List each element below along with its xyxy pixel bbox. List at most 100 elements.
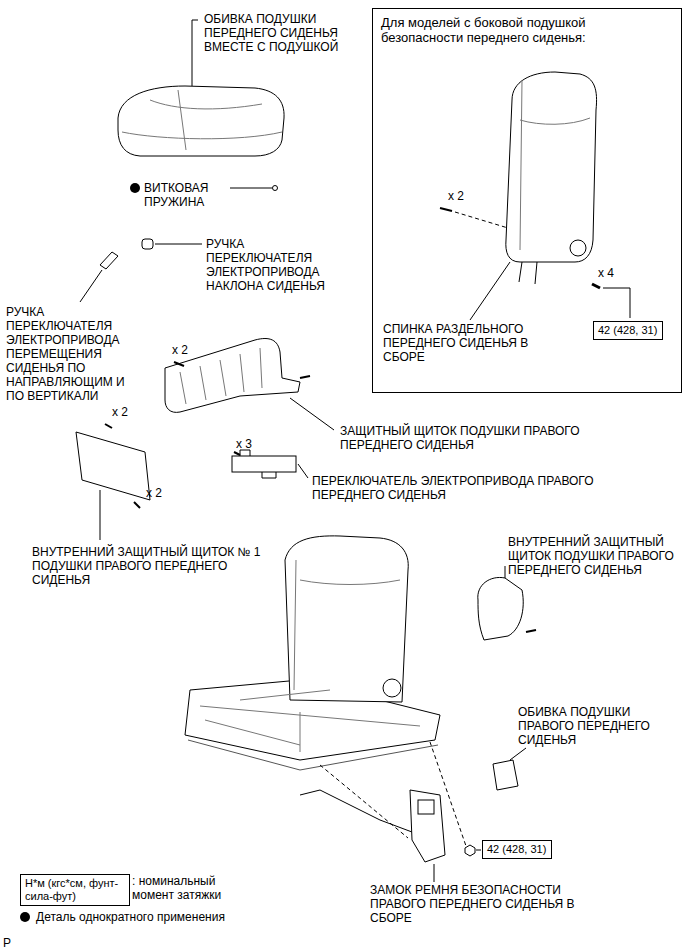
torque-value: 42 (428, 31) — [598, 324, 657, 337]
part-label: ЗАЩИТНЫЙ ЩИТОК ПОДУШКИ ПРАВОГО ПЕРЕДНЕГО… — [340, 424, 640, 452]
seatback-drawing — [520, 118, 590, 124]
cushion-cover-drawing — [192, 20, 198, 86]
seatback-drawing — [520, 80, 522, 250]
seatback-drawing — [603, 288, 630, 318]
buckle-drawing — [300, 790, 412, 832]
slide-knob-drawing — [100, 252, 118, 269]
single-use-bullet — [20, 912, 30, 922]
buckle-drawing — [465, 845, 475, 856]
cushion-cover-drawing — [150, 100, 262, 109]
slide-knob-drawing — [80, 252, 118, 302]
seatback-drawing — [455, 212, 508, 228]
inner-shield-1-drawing — [76, 432, 150, 500]
seat-switch-drawing — [234, 452, 240, 455]
torque-box: 42 (428, 31) — [482, 840, 552, 859]
buckle-drawing — [410, 790, 445, 862]
label-text: x 2 — [172, 343, 188, 357]
seat-assembly-drawing — [294, 560, 296, 690]
inner-shield-drawing — [478, 566, 536, 640]
label-text: ПЕРЕКЛЮЧАТЕЛЬ ЭЛЕКТРОПРИВОДА ПРАВОГО ПЕР… — [312, 474, 594, 502]
legend-entry: Деталь однократного применения — [36, 910, 276, 924]
seat-assembly-drawing — [188, 740, 438, 770]
seatback-drawing — [519, 262, 537, 284]
trim-cover-drawing — [493, 760, 518, 790]
legend-text: : номинальный момент затяжки — [132, 874, 221, 902]
figure-code: P — [3, 936, 23, 950]
seat-assembly-drawing — [285, 536, 408, 702]
seatback-drawing — [506, 72, 597, 262]
label-text: x 2 — [112, 405, 128, 419]
torque-value: 42 (428, 31) — [487, 843, 546, 856]
coil-spring-drawing — [273, 186, 278, 191]
seat-assembly-drawing — [320, 765, 408, 838]
torque-box: 42 (428, 31) — [593, 321, 663, 340]
box-heading: Для моделей с боковой подушкой безопасно… — [381, 15, 601, 45]
inner-shield-1-drawing — [134, 502, 140, 508]
recline-knob-drawing — [142, 239, 153, 249]
part-label: ОБИВКА ПОДУШКИ ПЕРЕДНЕГО СИДЕНЬЯ ВМЕСТЕ … — [204, 12, 364, 54]
cushion-shield-drawing — [165, 339, 300, 413]
seatback-drawing — [470, 262, 510, 320]
part-label: РУЧКА ПЕРЕКЛЮЧАТЕЛЯ ЭЛЕКТРОПРИВОДА НАКЛО… — [206, 237, 336, 293]
seat-assembly-drawing — [300, 580, 400, 585]
cushion-cover-drawing — [122, 132, 282, 139]
label-text: x 3 — [236, 437, 252, 451]
quantity-label: x 2 — [146, 486, 186, 500]
part-label: РУЧКА ПЕРЕКЛЮЧАТЕЛЯ ЭЛЕКТРОПРИВОДА ПЕРЕМ… — [6, 305, 138, 403]
part-label: ПЕРЕКЛЮЧАТЕЛЬ ЭЛЕКТРОПРИВОДА ПРАВОГО ПЕР… — [312, 474, 642, 502]
inner-shield-1-drawing — [100, 490, 101, 540]
label-text: x 2 — [448, 189, 464, 203]
buckle-drawing — [418, 800, 434, 814]
seat-switch-drawing — [298, 464, 308, 478]
seatback-drawing — [440, 72, 630, 320]
label-text: СПИНКА РАЗДЕЛЬНОГО ПЕРЕДНЕГО СИДЕНЬЯ В С… — [383, 322, 528, 364]
label-text: x 2 — [146, 486, 162, 500]
part-label: ВНУТРЕННИЙ ЗАЩИТНЫЙ ЩИТОК ПОДУШКИ ПРАВОГ… — [508, 535, 686, 577]
trim-cover-drawing — [510, 748, 526, 760]
part-label: ВНУТРЕННИЙ ЗАЩИТНЫЙ ЩИТОК № 1 ПОДУШКИ ПР… — [32, 545, 272, 587]
seat-switch-drawing — [240, 450, 276, 478]
legend-entry: : номинальный момент затяжки — [132, 874, 247, 902]
buckle-drawing — [476, 850, 481, 851]
seat-assembly-drawing — [383, 679, 401, 697]
coil-spring-drawing — [130, 183, 140, 193]
recline-knob-drawing — [155, 244, 202, 245]
label-text: x 4 — [598, 266, 614, 280]
buckle-drawing — [434, 864, 435, 882]
cushion-cover-drawing — [178, 90, 186, 150]
seat-assembly-drawing — [200, 690, 420, 752]
cushion-shield-drawing — [165, 339, 334, 431]
torque-unit-box: Н*м (кгс*см, фунт-сила-фут) — [20, 874, 130, 906]
seatback-drawing — [440, 208, 452, 211]
label-text: ВНУТРЕННИЙ ЗАЩИТНЫЙ ЩИТОК ПОДУШКИ ПРАВОГ… — [508, 535, 674, 577]
slide-knob-drawing — [80, 270, 102, 302]
cushion-shield-drawing — [290, 398, 334, 430]
cushion-shield-drawing — [300, 376, 310, 378]
label-text: P — [3, 936, 11, 950]
inner-shield-drawing — [478, 577, 523, 640]
part-label: ВИТКОВАЯ ПРУЖИНА — [144, 181, 234, 209]
quantity-label: x 2 — [112, 405, 152, 419]
label-text: РУЧКА ПЕРЕКЛЮЧАТЕЛЯ ЭЛЕКТРОПРИВОДА ПЕРЕМ… — [6, 305, 125, 403]
seat-switch-drawing — [232, 456, 296, 472]
label-text: ЗАЩИТНЫЙ ЩИТОК ПОДУШКИ ПРАВОГО ПЕРЕДНЕГО… — [340, 424, 579, 452]
inner-shield-drawing — [526, 630, 536, 632]
label-text: ВНУТРЕННИЙ ЗАЩИТНЫЙ ЩИТОК № 1 ПОДУШКИ ПР… — [32, 545, 260, 587]
label-text: ОБИВКА ПОДУШКИ ПРАВОГО ПЕРЕДНЕГО СИДЕНЬЯ — [518, 705, 650, 747]
inner-shield-1-drawing — [76, 424, 150, 540]
quantity-label: x 2 — [172, 343, 212, 357]
label-text: ЗАМОК РЕМНЯ БЕЗОПАСНОСТИ ПРАВОГО ПЕРЕДНЕ… — [370, 883, 575, 925]
part-label: ЗАМОК РЕМНЯ БЕЗОПАСНОСТИ ПРАВОГО ПЕРЕДНЕ… — [370, 883, 605, 925]
seatback-drawing — [570, 240, 586, 256]
trim-cover-drawing — [493, 748, 526, 790]
label-text: РУЧКА ПЕРЕКЛЮЧАТЕЛЯ ЭЛЕКТРОПРИВОДА НАКЛО… — [206, 237, 325, 293]
legend-text: Деталь однократного применения — [36, 910, 225, 924]
cushion-cover-drawing — [118, 86, 284, 156]
label-text: ВИТКОВАЯ ПРУЖИНА — [144, 181, 208, 209]
variant-inset-box: Для моделей с боковой подушкой безопасно… — [372, 8, 682, 393]
recline-knob-drawing — [142, 239, 202, 249]
part-label: ОБИВКА ПОДУШКИ ПРАВОГО ПЕРЕДНЕГО СИДЕНЬЯ — [518, 705, 683, 747]
coil-spring-drawing — [230, 188, 272, 189]
seatback-drawing — [592, 284, 600, 288]
